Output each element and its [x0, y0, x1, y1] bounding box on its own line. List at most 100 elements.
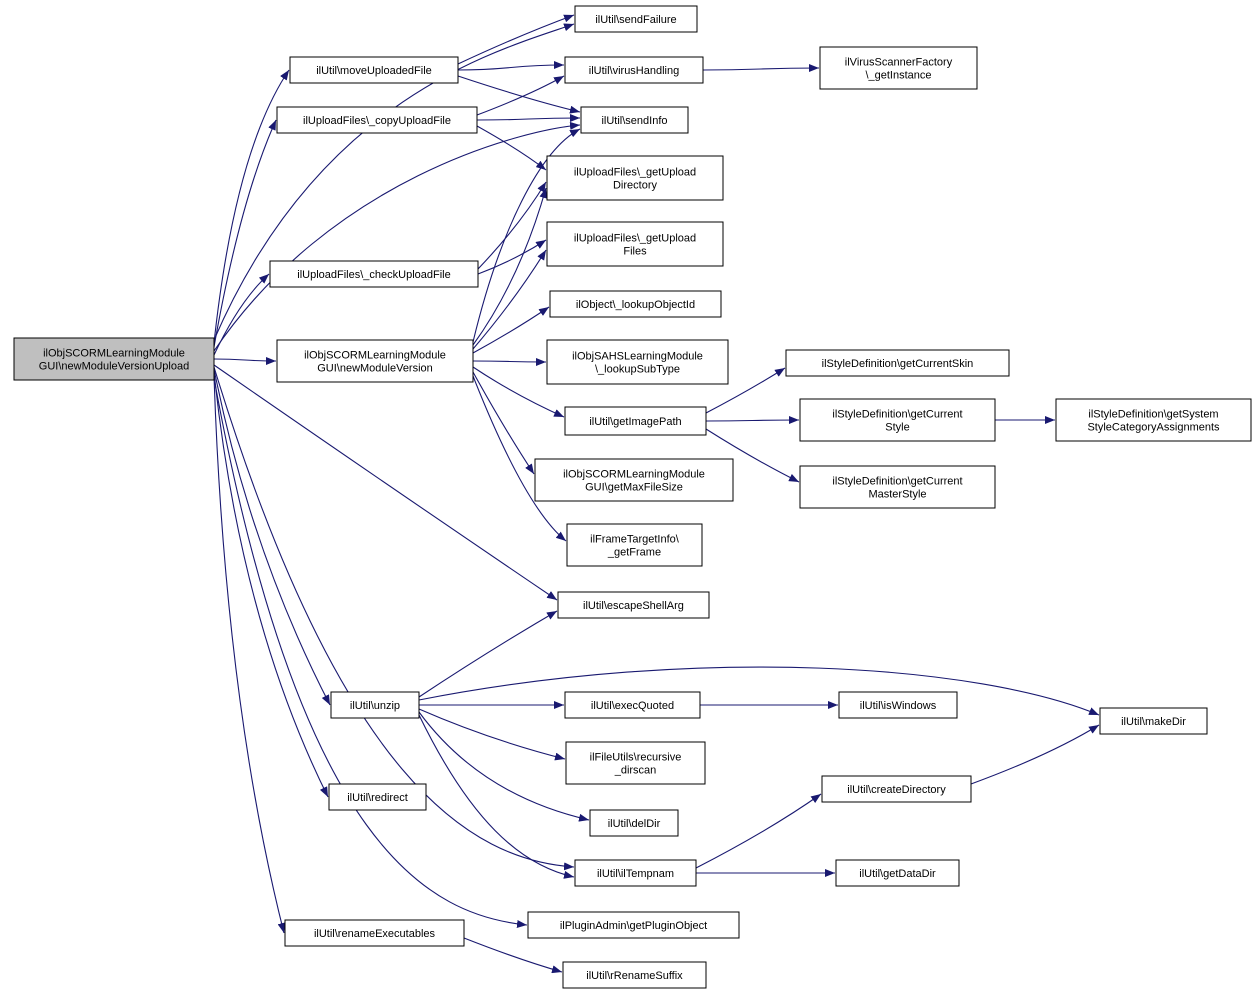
node-label: ilUtil\unzip — [350, 700, 400, 712]
edge-checkUploadFile-to-getUploadFiles — [477, 239, 547, 275]
node-box[interactable] — [546, 155, 724, 201]
node-getPluginObject[interactable]: ilPluginAdmin\getPluginObject — [527, 911, 740, 939]
node-layer: ilObjSCORMLearningModuleGUI\newModuleVer… — [13, 5, 1252, 989]
node-box[interactable] — [549, 290, 722, 318]
edge-newModuleVersionUpload-to-ilTempnam — [213, 366, 575, 871]
node-box[interactable] — [835, 859, 960, 887]
node-box[interactable] — [546, 221, 724, 267]
node-box[interactable] — [289, 56, 459, 84]
node-box[interactable] — [819, 46, 978, 90]
edge-newModuleVersion-to-getFrame — [472, 375, 567, 542]
node-label: ilObjSCORMLearningModule — [563, 469, 705, 481]
edge-renameExecutables-to-rRenameSuffix — [463, 937, 563, 974]
node-box[interactable] — [799, 398, 996, 442]
node-label: ilUtil\execQuoted — [591, 700, 674, 712]
node-label: ilUploadFiles\_copyUploadFile — [303, 115, 451, 127]
node-box[interactable] — [557, 591, 710, 619]
node-box[interactable] — [269, 260, 479, 288]
node-label: StyleCategoryAssignments — [1087, 422, 1220, 434]
node-box[interactable] — [13, 337, 215, 381]
node-newModuleVersion[interactable]: ilObjSCORMLearningModuleGUI\newModuleVer… — [276, 339, 474, 383]
node-box[interactable] — [785, 349, 1010, 377]
edge-createDirectory-to-makeDir — [970, 724, 1100, 785]
node-moveUploadedFile[interactable]: ilUtil\moveUploadedFile — [289, 56, 459, 84]
node-box[interactable] — [276, 339, 474, 383]
node-copyUploadFile[interactable]: ilUploadFiles\_copyUploadFile — [276, 106, 478, 134]
node-sendFailure[interactable]: ilUtil\sendFailure — [574, 5, 698, 33]
node-createDirectory[interactable]: ilUtil\createDirectory — [821, 775, 972, 803]
node-escapeShellArg[interactable]: ilUtil\escapeShellArg — [557, 591, 710, 619]
node-box[interactable] — [1055, 398, 1252, 442]
node-box[interactable] — [799, 465, 996, 509]
edge-moveUploadedFile-to-virusHandling — [457, 61, 565, 71]
edge-unzip-to-escapeShellArg — [418, 610, 558, 698]
node-label: \_lookupSubType — [595, 364, 680, 376]
node-makeDir[interactable]: ilUtil\makeDir — [1099, 707, 1208, 735]
node-box[interactable] — [330, 691, 420, 719]
node-box[interactable] — [574, 5, 698, 33]
node-lookupSubType[interactable]: ilObjSAHSLearningModule\_lookupSubType — [546, 339, 729, 385]
node-box[interactable] — [562, 961, 707, 989]
node-getCurrentSkin[interactable]: ilStyleDefinition\getCurrentSkin — [785, 349, 1010, 377]
node-getDataDir[interactable]: ilUtil\getDataDir — [835, 859, 960, 887]
edge-ilTempnam-to-createDirectory — [695, 793, 822, 869]
node-lookupObjectId[interactable]: ilObject\_lookupObjectId — [549, 290, 722, 318]
node-unzip[interactable]: ilUtil\unzip — [330, 691, 420, 719]
node-redirect[interactable]: ilUtil\redirect — [328, 783, 427, 811]
node-label: ilUtil\createDirectory — [847, 784, 946, 796]
node-getMaxFileSize[interactable]: ilObjSCORMLearningModuleGUI\getMaxFileSi… — [534, 458, 734, 502]
node-virusHandling[interactable]: ilUtil\virusHandling — [564, 56, 704, 84]
node-label: GUI\getMaxFileSize — [585, 482, 683, 494]
node-getSystemStyleCategoryAssignments[interactable]: ilStyleDefinition\getSystemStyleCategory… — [1055, 398, 1252, 442]
node-box[interactable] — [276, 106, 478, 134]
node-virusScannerFactoryGetInstance[interactable]: ilVirusScannerFactory\_getInstance — [819, 46, 978, 90]
edge-getImagePath-to-getCurrentSkin — [705, 367, 786, 414]
node-box[interactable] — [534, 458, 734, 502]
node-label: ilObjSCORMLearningModule — [43, 348, 185, 360]
edge-newModuleVersion-to-getUploadDirectory — [472, 187, 548, 346]
node-isWindows[interactable]: ilUtil\isWindows — [838, 691, 958, 719]
node-box[interactable] — [527, 911, 740, 939]
node-renameExecutables[interactable]: ilUtil\renameExecutables — [284, 919, 465, 947]
node-box[interactable] — [566, 523, 703, 567]
node-box[interactable] — [565, 741, 706, 785]
node-box[interactable] — [284, 919, 465, 947]
node-ilTempnam[interactable]: ilUtil\ilTempnam — [574, 859, 697, 887]
edge-newModuleVersionUpload-to-escapeShellArg — [213, 364, 558, 601]
node-label: ilObjSCORMLearningModule — [304, 350, 446, 362]
node-delDir[interactable]: ilUtil\delDir — [589, 809, 679, 837]
node-checkUploadFile[interactable]: ilUploadFiles\_checkUploadFile — [269, 260, 479, 288]
node-box[interactable] — [564, 691, 701, 719]
node-box[interactable] — [564, 406, 707, 436]
node-box[interactable] — [838, 691, 958, 719]
edge-newModuleVersion-to-getUploadFiles — [472, 249, 547, 350]
node-label: GUI\newModuleVersionUpload — [39, 361, 189, 373]
node-sendInfo[interactable]: ilUtil\sendInfo — [580, 106, 689, 134]
node-label: ilFrameTargetInfo\ — [590, 534, 680, 546]
node-recursiveDirscan[interactable]: ilFileUtils\recursive_dirscan — [565, 741, 706, 785]
edge-newModuleVersionUpload-to-newModuleVersion — [213, 356, 277, 365]
edge-newModuleVersion-to-getMaxFileSize — [472, 371, 535, 475]
node-label: ilUtil\redirect — [347, 792, 408, 804]
node-box[interactable] — [589, 809, 679, 837]
edge-newModuleVersionUpload-to-moveUploadedFile — [213, 69, 290, 344]
node-label: ilUtil\moveUploadedFile — [316, 65, 432, 77]
node-label: ilObjSAHSLearningModule — [572, 351, 703, 363]
node-newModuleVersionUpload[interactable]: ilObjSCORMLearningModuleGUI\newModuleVer… — [13, 337, 215, 381]
node-box[interactable] — [821, 775, 972, 803]
node-box[interactable] — [580, 106, 689, 134]
node-rRenameSuffix[interactable]: ilUtil\rRenameSuffix — [562, 961, 707, 989]
node-box[interactable] — [564, 56, 704, 84]
node-getImagePath[interactable]: ilUtil\getImagePath — [564, 406, 707, 436]
node-box[interactable] — [574, 859, 697, 887]
node-getFrame[interactable]: ilFrameTargetInfo\_getFrame — [566, 523, 703, 567]
node-box[interactable] — [546, 339, 729, 385]
node-execQuoted[interactable]: ilUtil\execQuoted — [564, 691, 701, 719]
node-box[interactable] — [1099, 707, 1208, 735]
node-box[interactable] — [328, 783, 427, 811]
